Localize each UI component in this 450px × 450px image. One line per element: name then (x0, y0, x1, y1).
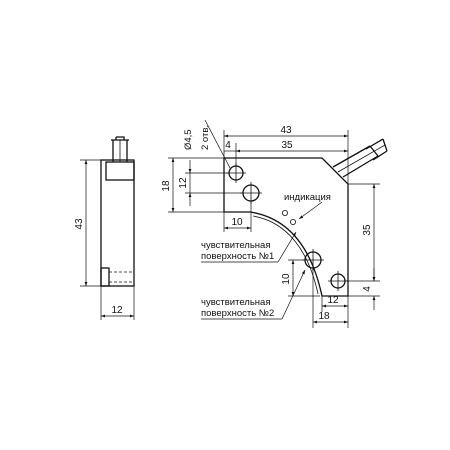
dim-sensor-inset: 10 (231, 217, 243, 228)
label-indication: индикация (284, 192, 331, 203)
label-surface2-line2: поверхность №2 (201, 308, 274, 319)
side-view: 43 12 (74, 136, 135, 320)
side-dim-height: 43 (74, 218, 85, 230)
dim-hole-diameter: Ø4,5 (183, 129, 194, 150)
indicator-led-2 (289, 218, 296, 225)
dim-hole-offset-top: 4 (225, 140, 231, 151)
front-cable (332, 138, 388, 178)
leader-indication (298, 201, 323, 220)
side-body (100, 159, 135, 287)
dim-bottom-18: 18 (318, 311, 330, 322)
label-surface2-line1: чувствительная (201, 297, 270, 308)
leader-surface2 (281, 269, 306, 320)
dim-hole-count: 2 отв. (200, 125, 211, 150)
side-dim-width: 12 (111, 305, 123, 316)
dim-overall-width: 43 (280, 125, 292, 136)
label-surface1-line2: поверхность №1 (201, 251, 274, 262)
dim-left-height: 18 (161, 180, 172, 192)
dim-hole-spacing: 35 (281, 140, 293, 151)
front-cable-axis (337, 144, 386, 173)
dim-hole-height: 12 (178, 177, 189, 189)
dim-hole-offset-bottom: 4 (362, 286, 373, 292)
side-collar (105, 161, 135, 181)
label-surface1-line1: чувствительная (201, 240, 270, 251)
sensing-surface-arc (252, 215, 319, 295)
dim-sensor2-height: 10 (281, 273, 292, 285)
dim-bottom-12: 12 (327, 295, 339, 306)
leader-hole-diameter (204, 119, 231, 169)
side-slot (100, 267, 110, 287)
indicator-led-1 (281, 209, 288, 216)
front-view: 43 35 4 Ø4,5 2 отв. 18 12 10 (161, 119, 388, 328)
leader-surface1 (277, 231, 297, 263)
front-body-outline (223, 157, 349, 297)
dim-right-height: 35 (362, 224, 373, 236)
